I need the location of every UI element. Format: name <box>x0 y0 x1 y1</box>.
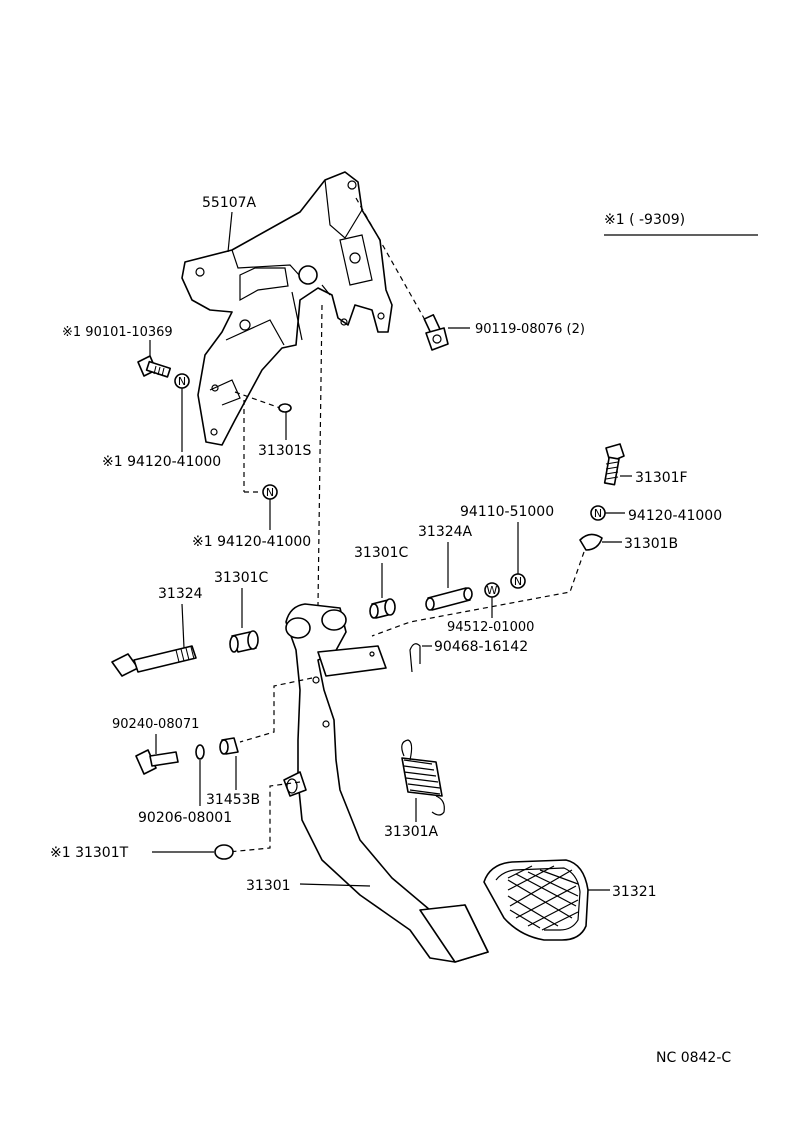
pin-31301s <box>278 403 292 413</box>
label-stopper-bolt: 31301F <box>635 470 688 486</box>
svg-text:N: N <box>178 375 186 388</box>
label-clip: 90468-16142 <box>434 639 528 655</box>
label-nut-right-top: 94110-51000 <box>460 504 554 520</box>
bolt-90101-10369 <box>137 355 172 378</box>
label-pin-bolt: 90240-08071 <box>112 717 199 732</box>
svg-text:N: N <box>266 486 274 499</box>
label-pedal: 31301 <box>246 878 291 894</box>
label-bush-right: 31301C <box>354 545 409 561</box>
nut-right-top-symbol: N <box>510 573 526 589</box>
pin-bolt-90240-08071 <box>135 749 179 775</box>
label-washer-small: 90206-08001 <box>138 810 232 826</box>
stopper-bolt-31301f <box>603 443 625 486</box>
nut-mid-symbol: N <box>262 484 278 500</box>
pedal-bracket <box>181 171 393 446</box>
label-nut-right: 94120-41000 <box>628 508 722 524</box>
diagram-code: NC 0842-C <box>656 1050 731 1066</box>
bush-left-31301c <box>229 630 259 653</box>
washer-symbol: W <box>484 582 500 598</box>
svg-text:N: N <box>514 575 522 588</box>
pedal-pad-31321 <box>483 859 589 941</box>
bolt-90119-08076 <box>423 314 449 351</box>
nut-left-symbol: N <box>174 373 190 389</box>
shaft-bolt-31324 <box>111 645 197 677</box>
label-shaft-bolt: 31324 <box>158 586 203 602</box>
label-pedal-stop: ※1 31301T <box>50 845 129 861</box>
svg-text:N: N <box>594 507 602 520</box>
legend-note: ※1 ( -9309) <box>604 212 685 228</box>
label-collar: 31324A <box>418 524 473 540</box>
pedal-stop-31301t <box>214 844 234 860</box>
washer-90206-08001 <box>195 744 205 760</box>
label-bolt-top-left: ※1 90101-10369 <box>62 325 173 340</box>
label-nut-left: ※1 94120-41000 <box>102 454 221 470</box>
label-bush-left: 31301C <box>214 570 269 586</box>
bush-31453b <box>219 737 239 755</box>
clip-90468-16142 <box>409 643 421 673</box>
bush-right-31301c <box>369 598 396 619</box>
label-washer: 94512-01000 <box>447 620 534 635</box>
label-pedal-pad: 31321 <box>612 884 657 900</box>
cushion-31301b <box>579 533 603 551</box>
label-pin-small: 31301S <box>258 443 312 459</box>
return-spring-31301a <box>401 739 445 816</box>
label-bolt-right: 90119-08076 (2) <box>475 322 585 337</box>
label-spring: 31301A <box>384 824 439 840</box>
label-bracket: 55107A <box>202 195 257 211</box>
collar-31324a <box>425 587 473 611</box>
pedal-arm-31301 <box>283 603 489 963</box>
label-cushion: 31301B <box>624 536 678 552</box>
svg-text:W: W <box>487 584 498 597</box>
nut-right-symbol: N <box>590 505 606 521</box>
label-bush-small: 31453B <box>206 792 260 808</box>
label-nut-mid: ※1 94120-41000 <box>192 534 311 550</box>
